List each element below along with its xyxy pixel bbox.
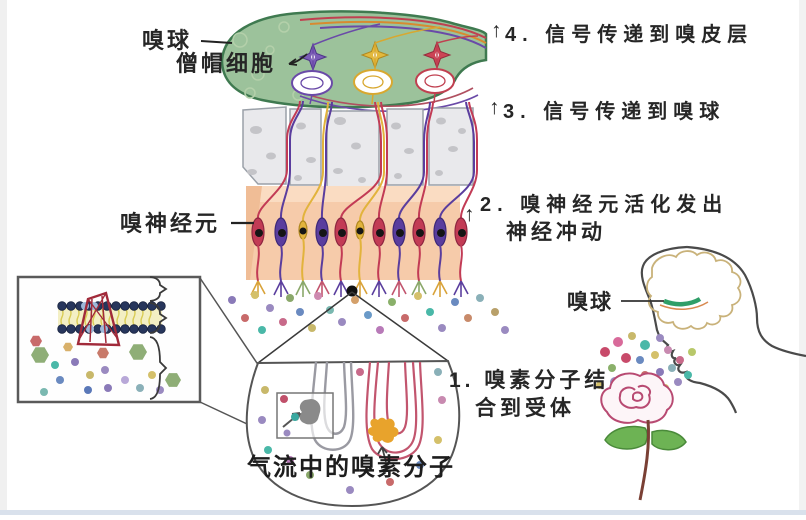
- olfactory-bulb-in-head: [659, 297, 709, 310]
- box-molecules: [30, 335, 181, 396]
- up-arrow-icon: ↑: [489, 96, 500, 119]
- label-step2-line2: 神经冲动: [506, 221, 606, 244]
- head-profile: [621, 245, 806, 414]
- receptor-protein: [76, 291, 121, 347]
- flask-molecules: [258, 368, 446, 494]
- brain-outline: [646, 250, 742, 330]
- membrane-zoom-box: [16, 275, 278, 439]
- odorant-blob: [367, 417, 399, 443]
- receptor-inset-rect: [276, 392, 334, 439]
- glomeruli: [291, 43, 455, 105]
- olfactory-bulb-illustration: [220, 10, 488, 113]
- olfactory-axons: [256, 100, 478, 222]
- label-olfactory-bulb: 嗅球: [142, 28, 193, 53]
- up-arrow-icon: ↑: [464, 203, 475, 226]
- rose-petals: [600, 372, 674, 424]
- label-mitral-cell: 僧帽细胞: [176, 51, 277, 76]
- label-olfactory-bulb-head: 嗅球: [567, 291, 613, 314]
- region-brackets: [149, 276, 168, 400]
- label-step3: 3. 信号传递到嗅球: [503, 101, 726, 123]
- label-step1-line2: 合到受体: [475, 397, 575, 420]
- label-step1-line1: 1. 嗅素分子结: [449, 369, 610, 392]
- label-step4: 4. 信号传递到嗅皮层: [505, 24, 754, 46]
- dendrites: [256, 237, 463, 282]
- label-leader-lines: [200, 40, 308, 225]
- cilia-tufts: [250, 280, 469, 297]
- zoom-indicator: [257, 285, 449, 364]
- rose-leaves: [604, 425, 687, 451]
- rose-stem: [638, 419, 650, 501]
- bone-speckles: [247, 117, 466, 183]
- neuron-nuclei: [255, 227, 466, 237]
- rose: [600, 372, 687, 501]
- up-arrow-icon: ↑: [491, 19, 502, 42]
- gray-receptor: [299, 399, 321, 425]
- airflow-arrow-icon: [377, 446, 388, 463]
- label-olfactory-neuron: 嗅神经元: [120, 211, 221, 236]
- olfactory-tract-fibers: [299, 16, 487, 49]
- label-step2-line1: 2. 嗅神经元活化发出: [480, 194, 729, 216]
- odorant-molecules: [228, 291, 509, 334]
- olfactory-neurons: [250, 217, 469, 297]
- label-airflow-caption: 气流中的嗅素分子: [247, 454, 455, 481]
- magnified-cilia-view: [245, 359, 461, 508]
- cribriform-plate: [242, 106, 474, 188]
